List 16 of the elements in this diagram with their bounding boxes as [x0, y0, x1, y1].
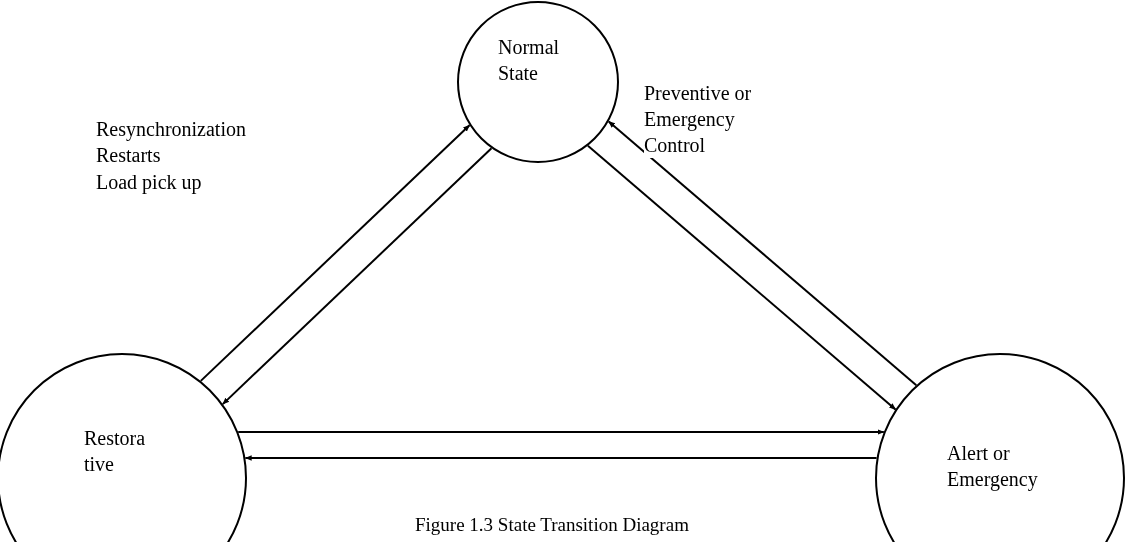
transition-arrow [607, 120, 918, 387]
transition-arrow [586, 144, 897, 411]
transition-arrow [244, 455, 878, 461]
state-label: Alert or Emergency [947, 441, 1039, 492]
transition-arrow [237, 429, 885, 435]
state-circle [0, 353, 247, 542]
state-label: Normal State [498, 35, 561, 86]
state-label: Restora tive [84, 426, 147, 477]
figure-caption: Figure 1.3 State Transition Diagram [415, 514, 689, 536]
transition-arrow [199, 124, 471, 382]
transition-arrow [221, 147, 493, 406]
transition-label: Restarts [96, 143, 161, 168]
state-circle [875, 353, 1125, 542]
transition-label: Resynchronization [96, 117, 246, 142]
transition-label: Load pick up [96, 170, 202, 195]
state-circle [457, 1, 619, 163]
